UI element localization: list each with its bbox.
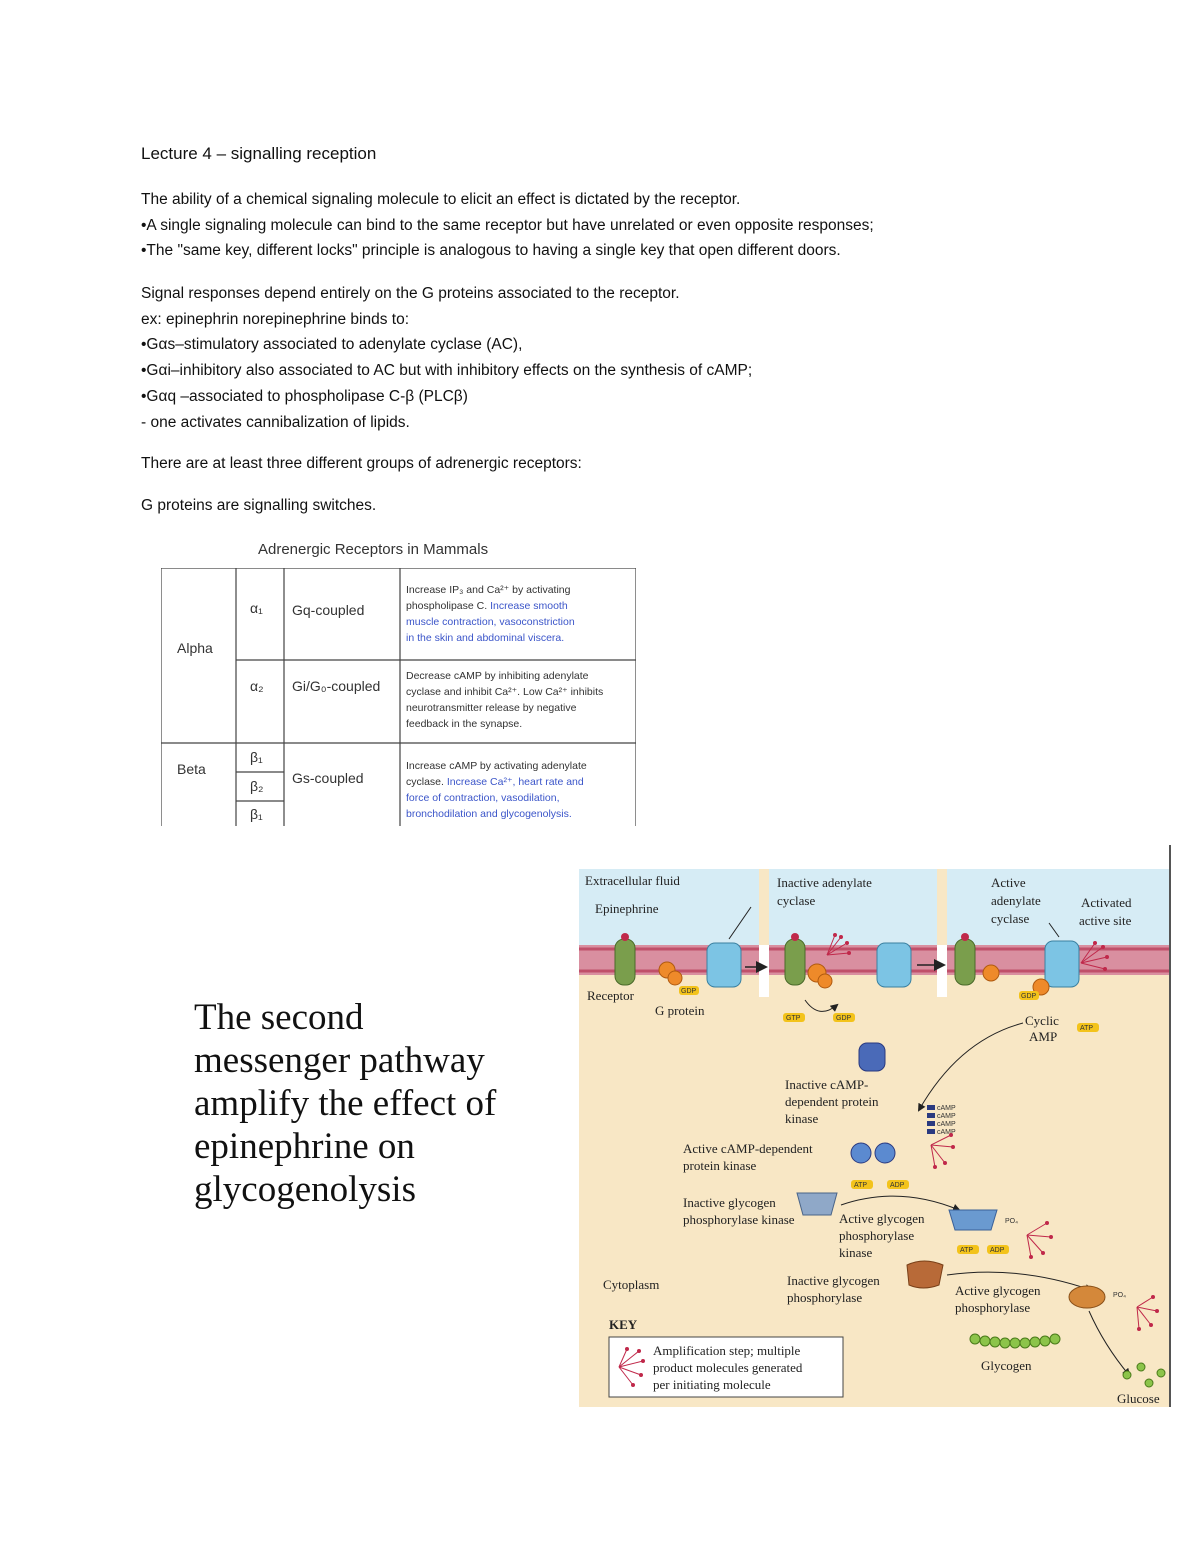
label-cytoplasm: Cytoplasm <box>603 1277 659 1292</box>
label-inactive-pka-1: Inactive cAMP- <box>785 1077 868 1092</box>
label-active-gp-2: phosphorylase <box>955 1300 1030 1315</box>
label-inactive-ac-1: Inactive adenylate <box>777 875 872 890</box>
label-active-gp-1: Active glycogen <box>955 1283 1041 1298</box>
label-camp-4: cAMP <box>937 1129 956 1136</box>
beta-description: Increase cAMP by activating adenylate cy… <box>406 760 587 820</box>
lecture-heading: Lecture 4 – signalling reception <box>141 144 377 163</box>
adrenergic-table-title: Adrenergic Receptors in Mammals <box>258 541 489 558</box>
inactive-pka-shape <box>858 1042 886 1072</box>
key-text-1: Amplification step; multiple <box>653 1343 801 1358</box>
key-box <box>608 1336 844 1398</box>
label-inactive-pka-3: kinase <box>785 1111 818 1126</box>
label-po4-1: PO₄ <box>1005 1218 1018 1225</box>
label-camp-3: cAMP <box>937 1121 956 1128</box>
alpha1-subtype: α₁ <box>250 600 263 616</box>
label-gdp-1: GDP <box>681 988 697 995</box>
label-active-gpk-2: phosphorylase <box>839 1228 914 1243</box>
text-line: - one activates cannibalization of lipid… <box>141 413 410 431</box>
adrenergic-table: Alpha Beta α₁ Gq-coupled Increase IP₃ an… <box>161 568 636 826</box>
beta-subtype-1: β₁ <box>250 749 263 765</box>
label-key: KEY <box>609 1317 638 1332</box>
label-camp-1: cAMP <box>937 1105 956 1112</box>
table-grid <box>161 568 636 826</box>
label-inactive-gp-1: Inactive glycogen <box>787 1273 880 1288</box>
active-gpk-shape <box>948 1209 998 1231</box>
label-gdp-2: GDP <box>836 1015 852 1022</box>
text-line: ex: epinephrin norepinephrine binds to: <box>141 310 409 328</box>
text-line: G proteins are signalling switches. <box>141 497 377 514</box>
active-gp-shape <box>1068 1285 1106 1309</box>
label-atp-3: ATP <box>960 1247 973 1254</box>
alpha1-coupling: Gq-coupled <box>292 602 365 618</box>
text-line: There are at least three different group… <box>141 455 582 472</box>
figure-caption: The second messenger pathway amplify the… <box>194 997 497 1210</box>
paragraph-receptor-effect: The ability of a chemical signaling mole… <box>141 187 874 264</box>
label-glycogen: Glycogen <box>981 1358 1032 1373</box>
beta-coupling: Gs-coupled <box>292 770 364 786</box>
alpha2-subtype: α₂ <box>250 678 264 694</box>
label-adp-2: ADP <box>990 1247 1005 1254</box>
label-inactive-ac-2: cyclase <box>777 893 815 908</box>
paragraph-adrenergic-groups: There are at least three different group… <box>141 451 582 477</box>
adenylate-cyclase-shape <box>706 942 742 988</box>
second-messenger-diagram: Extracellular fluid Epinephrine Receptor… <box>579 845 1171 1407</box>
text-line: •Gαq –associated to phospholipase C-β (P… <box>141 387 468 405</box>
text-line: •The "same key, different locks" princip… <box>141 242 841 260</box>
label-active-ac-1: Active <box>991 875 1026 890</box>
label-activated-site-1: Activated <box>1081 895 1132 910</box>
beta-subtype-3: β₁ <box>250 806 263 822</box>
key-text-3: per initiating molecule <box>653 1377 771 1392</box>
paragraph-g-switches: G proteins are signalling switches. <box>141 493 376 519</box>
label-gtp-1: GTP <box>786 1015 801 1022</box>
label-gdp-3: GDP <box>1021 993 1037 1000</box>
label-active-gpk-1: Active glycogen <box>839 1211 925 1226</box>
epinephrine-molecule <box>621 933 629 941</box>
amplification-icon <box>625 1347 645 1387</box>
beta-label: Beta <box>177 761 206 777</box>
text-line: The ability of a chemical signaling mole… <box>141 191 741 208</box>
alpha1-description: Increase IP₃ and Ca²⁺ by activating phos… <box>406 584 575 644</box>
beta-subtype-2: β₂ <box>250 778 264 794</box>
receptor-shape <box>614 938 636 986</box>
text-line: •Gαi–inhibitory also associated to AC bu… <box>141 362 753 380</box>
label-cyclic-amp-2: AMP <box>1029 1029 1057 1044</box>
active-pka-shape <box>850 1142 872 1164</box>
label-active-pka-2: protein kinase <box>683 1158 757 1173</box>
label-inactive-gp-2: phosphorylase <box>787 1290 862 1305</box>
glucose-molecules <box>1122 1362 1166 1388</box>
label-active-gpk-3: kinase <box>839 1245 872 1260</box>
label-epinephrine: Epinephrine <box>595 901 659 916</box>
inactive-gpk-shape <box>796 1192 838 1216</box>
inactive-gp-shape <box>906 1260 944 1289</box>
alpha-label: Alpha <box>177 640 213 656</box>
label-inactive-gpk-2: phosphorylase kinase <box>683 1212 795 1227</box>
label-glucose: Glucose <box>1117 1391 1160 1406</box>
glycogen-chain <box>969 1333 1061 1349</box>
label-po4-2: PO₄ <box>1113 1292 1126 1299</box>
text-line: Signal responses depend entirely on the … <box>141 285 680 302</box>
label-receptor: Receptor <box>587 988 635 1003</box>
text-line: •A single signaling molecule can bind to… <box>141 216 874 234</box>
label-atp-1: ATP <box>1080 1025 1093 1032</box>
label-inactive-pka-2: dependent protein <box>785 1094 879 1109</box>
label-g-protein: G protein <box>655 1003 705 1018</box>
label-active-ac-3: cyclase <box>991 911 1029 926</box>
label-atp-2: ATP <box>854 1182 867 1189</box>
key-text-2: product molecules generated <box>653 1360 803 1375</box>
label-adp-1: ADP <box>890 1182 905 1189</box>
label-cyclic-amp-1: Cyclic <box>1025 1013 1059 1028</box>
label-camp-2: cAMP <box>937 1113 956 1120</box>
label-inactive-gpk-1: Inactive glycogen <box>683 1195 776 1210</box>
text-line: •Gαs–stimulatory associated to adenylate… <box>141 336 523 354</box>
alpha2-coupling: Gi/G₀-coupled <box>292 678 381 694</box>
alpha2-description: Decrease cAMP by inhibiting adenylate cy… <box>406 670 604 730</box>
label-activated-site-2: active site <box>1079 913 1132 928</box>
paragraph-g-proteins: Signal responses depend entirely on the … <box>141 281 752 435</box>
label-extracellular: Extracellular fluid <box>585 873 680 888</box>
label-active-pka-1: Active cAMP-dependent <box>683 1141 813 1156</box>
label-active-ac-2: adenylate <box>991 893 1041 908</box>
